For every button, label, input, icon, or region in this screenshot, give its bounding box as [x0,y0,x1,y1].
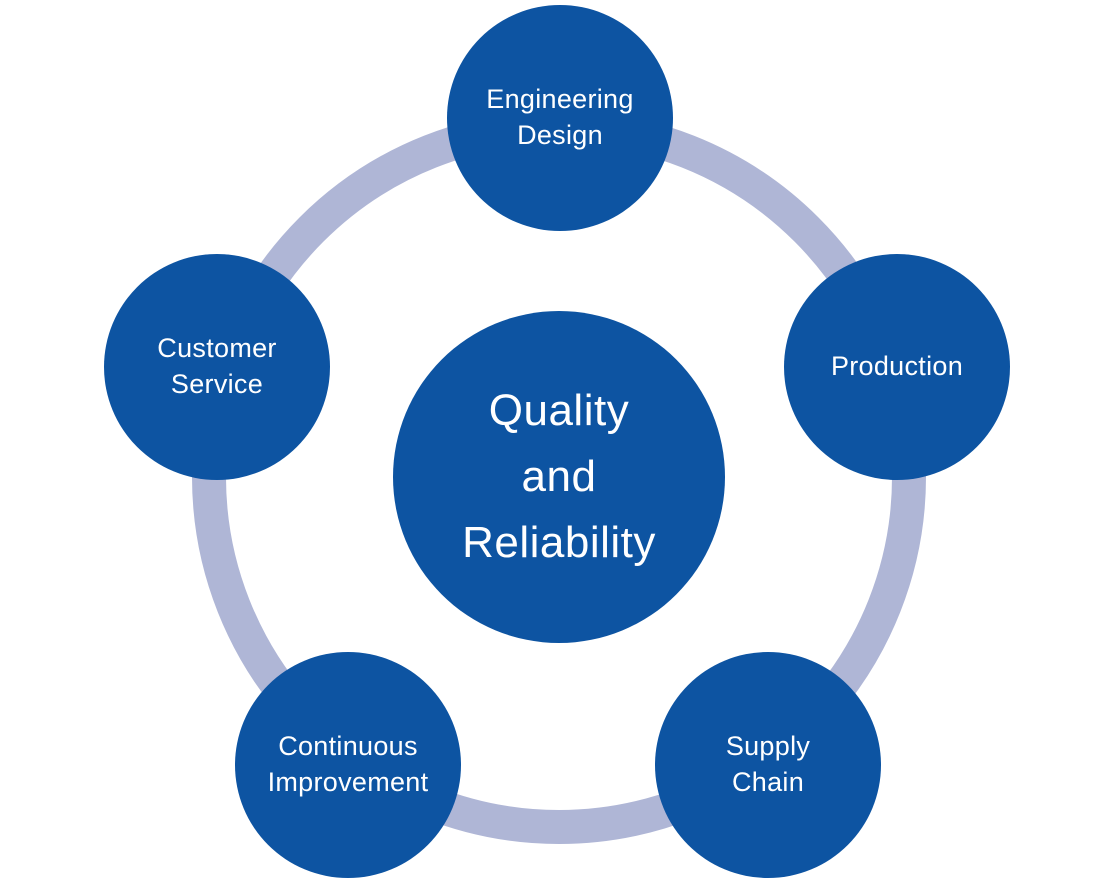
node-label-line: Customer [157,333,277,364]
center-node-line: Reliability [462,518,656,567]
node-label-line: Design [517,120,603,150]
node-label-line: Production [830,351,964,382]
node-supply-chain: Supply Chain [655,652,881,878]
node-label-line: Engineering [486,84,634,115]
node-label-line: Continuous [278,731,418,762]
center-node-line: Quality [488,386,630,435]
node-label-line: Service [170,369,264,399]
node-label-line: Improvement [267,767,429,797]
node-label-line: Supply [725,731,811,762]
node-continuous-improvement: Continuous Improvement [235,652,461,878]
node-production: Production [784,254,1010,480]
center-node-quality-and-reliability: Quality and Reliability [393,311,725,643]
center-node-line: and [521,452,597,501]
node-engineering-design: Engineering Design [447,5,673,231]
node-label-line: Chain [731,767,805,797]
node-customer-service: Customer Service [104,254,330,480]
